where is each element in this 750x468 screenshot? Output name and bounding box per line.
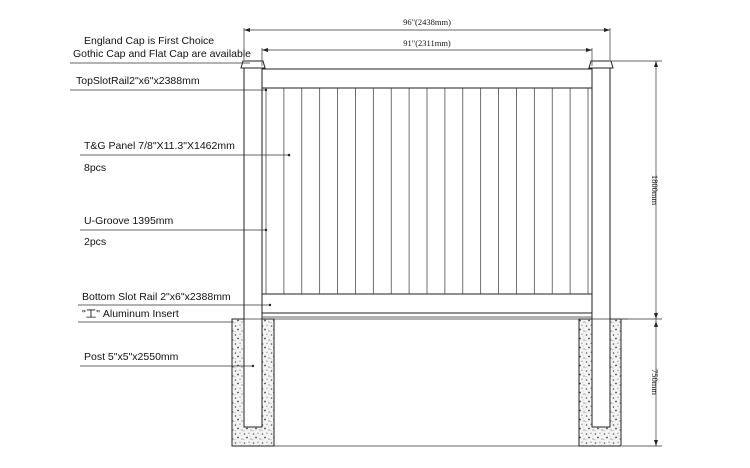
panel-label: T&G Panel 7/8"X11.3"X1462mm: [84, 140, 235, 152]
dim-overall-width: [243, 28, 611, 60]
height-text: 1800mm: [650, 175, 660, 206]
ugroove-qty: 2pcs: [84, 236, 106, 248]
bottom-rail-label: Bottom Slot Rail 2"x6"x2388mm: [82, 291, 231, 303]
post-cap-left: [240, 60, 266, 69]
panel-qty: 8pcs: [84, 162, 106, 174]
inner-width-text: 91"(2311mm): [403, 38, 451, 48]
post-cap-right: [588, 60, 614, 69]
dim-inner-width: [261, 48, 593, 66]
post-label: Post 5"x5"x2550mm: [84, 351, 179, 363]
top-rail: [261, 68, 593, 89]
overall-width-text: 96"(2438mm): [403, 17, 451, 27]
insert-label: "工" Aluminum Insert: [82, 308, 179, 320]
post-left: [243, 67, 263, 428]
cap-note-line1: England Cap is First Choice: [84, 35, 214, 47]
bottom-rail: [261, 293, 593, 314]
cap-note-line2: Gothic Cap and Flat Cap are available: [73, 48, 251, 60]
dim-height: [611, 60, 662, 320]
post-right: [591, 67, 611, 428]
depth-text: 750mm: [650, 369, 660, 395]
dim-depth: [622, 319, 662, 447]
tg-panel: [283, 88, 571, 294]
ugroove-label: U-Groove 1395mm: [84, 215, 174, 227]
top-rail-label: TopSlotRail2"x6"x2388mm: [76, 75, 200, 87]
